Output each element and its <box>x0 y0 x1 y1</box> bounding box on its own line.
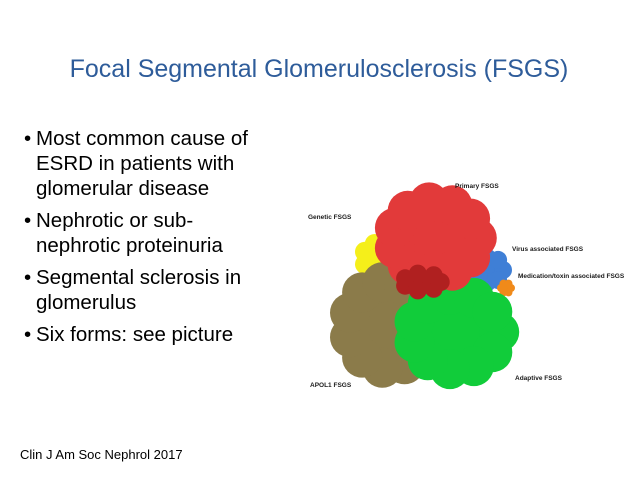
slide-title: Focal Segmental Glomerulosclerosis (FSGS… <box>69 55 569 83</box>
bullet-dot: • <box>24 266 32 289</box>
label-genetic-fsgs: Genetic FSGS <box>308 214 352 221</box>
citation: Clin J Am Soc Nephrol 2017 <box>20 447 183 462</box>
bullet-item: • Six forms: see picture <box>24 322 324 347</box>
label-apol1-fsgs: APOL1 FSGS <box>310 382 352 389</box>
bullet-line: ESRD in patients with <box>36 152 235 175</box>
bullet-item: • Most common cause of ESRD in patients … <box>24 126 324 201</box>
fsgs-diagram-svg: Primary FSGS Genetic FSGS Virus associat… <box>308 182 625 390</box>
bullet-list: • Most common cause of ESRD in patients … <box>24 126 324 354</box>
primary-cloud <box>374 182 497 294</box>
label-primary-fsgs: Primary FSGS <box>455 183 499 190</box>
bullet-dot: • <box>24 209 32 232</box>
bullet-line: glomerular disease <box>36 177 210 200</box>
primary-overlap-cloud <box>396 264 450 300</box>
bullet-line: Nephrotic or sub- <box>36 209 194 232</box>
bullet-line: Most common cause of <box>36 127 248 150</box>
bullet-line: glomerulus <box>36 291 137 314</box>
bullet-item: • Segmental sclerosis in glomerulus <box>24 265 324 315</box>
bullet-item: • Nephrotic or sub- nephrotic proteinuri… <box>24 208 324 258</box>
label-adaptive-fsgs: Adaptive FSGS <box>515 375 563 382</box>
bullet-dot: • <box>24 323 32 346</box>
fsgs-forms-diagram: Primary FSGS Genetic FSGS Virus associat… <box>300 170 638 400</box>
bullet-line: Segmental sclerosis in <box>36 266 242 289</box>
cloud-shapes <box>330 182 520 390</box>
medication-cloud <box>497 279 515 297</box>
bullet-line: nephrotic proteinuria <box>36 234 223 257</box>
bullet-line: Six forms: see picture <box>36 323 234 346</box>
label-medication-fsgs: Medication/toxin associated FSGS <box>518 273 625 280</box>
bullet-dot: • <box>24 127 32 150</box>
diagram-labels: Primary FSGS Genetic FSGS Virus associat… <box>308 183 625 389</box>
label-virus-fsgs: Virus associated FSGS <box>512 246 584 253</box>
